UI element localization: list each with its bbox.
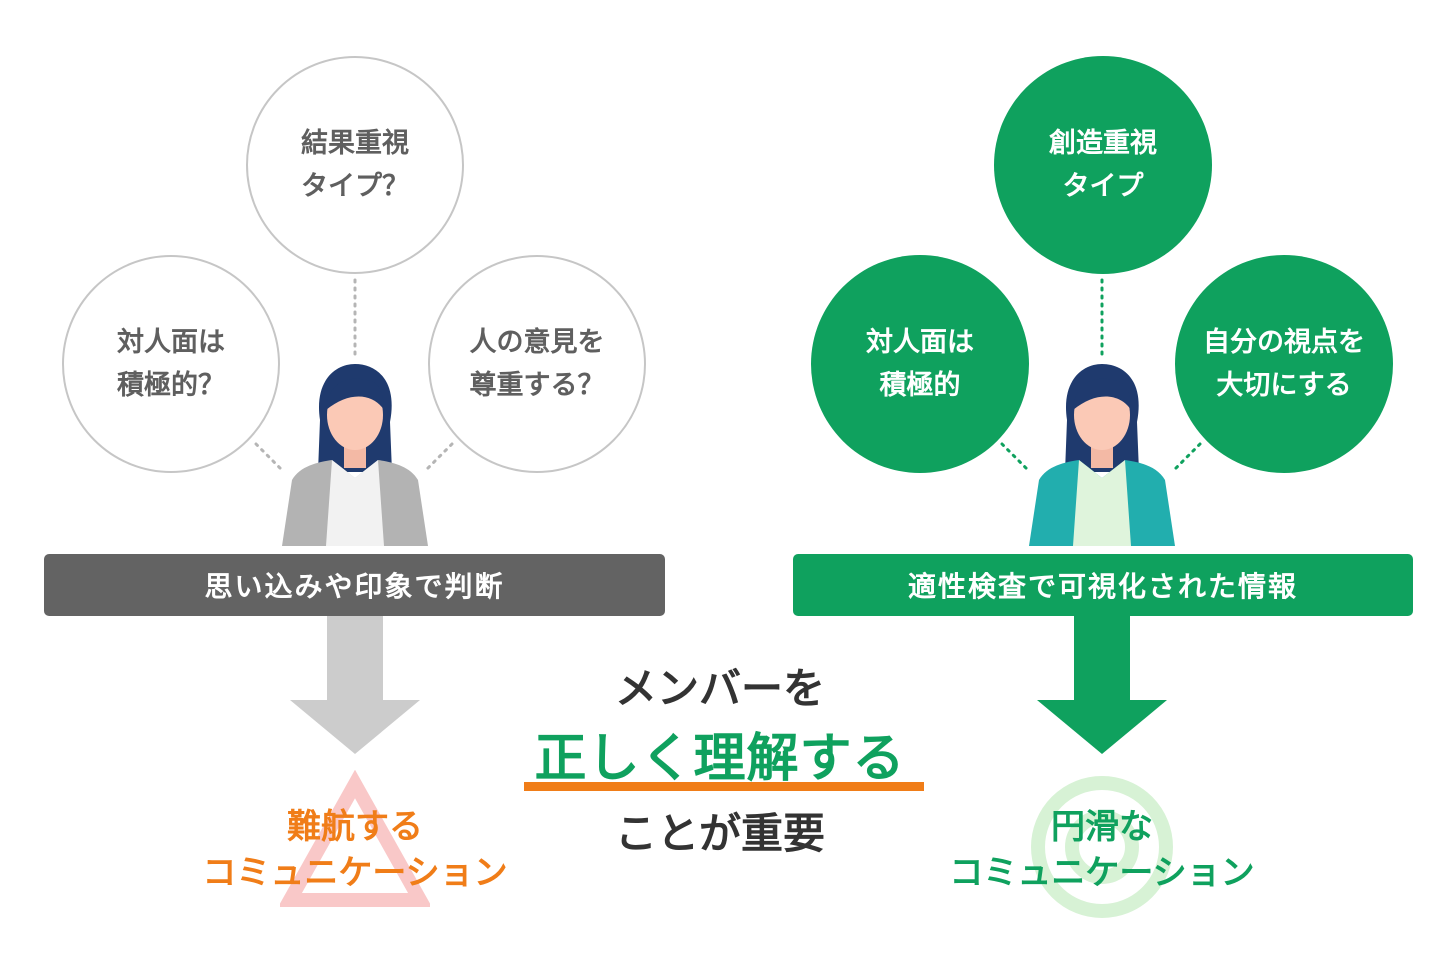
person-teal-icon [1029,364,1175,546]
left-circle-left: 対人面は 積極的？ [62,255,280,473]
result-line1: 難航する [287,807,423,847]
circle-text-line2: タイプ？ [301,171,409,202]
person-gray-icon [282,364,428,546]
left-down-arrow [290,616,420,754]
center-line1: メンバーを [614,664,825,713]
circle-text-line2: 大切にする [1216,370,1352,401]
center-line3: ことが重要 [614,809,825,858]
right-circle-right: 自分の視点を 大切にする [1175,255,1393,473]
left-circle-right: 人の意見を 尊重する？ [428,255,646,473]
left-judgment-bar: 思い込みや印象で判断 [44,554,665,616]
result-line2: コミュニケーション [949,853,1255,893]
left-result-text: 難航する コミュニケーション [125,804,585,896]
right-down-arrow [1037,616,1167,754]
left-connectors [254,278,454,472]
circle-text-line1: 人の意見を [469,327,605,358]
right-circle-left: 対人面は 積極的 [811,255,1029,473]
bar-label: 適性検査で可視化された情報 [907,570,1298,603]
result-line1: 円滑な [1051,807,1153,847]
bar-label: 思い込みや印象で判断 [204,570,505,603]
right-circle-top: 創造重視 タイプ [994,56,1212,274]
circle-text-line2: タイプ [1062,171,1144,202]
left-circle-top: 結果重視 タイプ？ [246,56,464,274]
right-connectors [1000,278,1202,472]
result-line2: コミュニケーション [202,853,508,893]
circle-text-line2: 積極的 [879,370,961,401]
circle-text-line1: 対人面は [117,327,225,358]
double-circle-symbol-icon [1031,776,1173,918]
center-highlight: 正しく理解する [534,729,906,789]
circle-text-line1: 創造重視 [1049,128,1157,159]
right-info-bar: 適性検査で可視化された情報 [793,554,1413,616]
circle-text-line1: 結果重視 [301,128,409,159]
circle-text-line2: 尊重する？ [469,370,605,401]
circle-text-line2: 積極的？ [117,370,225,401]
triangle-symbol-icon [280,770,430,907]
circle-text-line1: 対人面は [866,327,974,358]
right-result-text: 円滑な コミュニケーション [872,804,1332,896]
circle-text-line1: 自分の視点を [1203,327,1365,358]
highlight-underline [524,782,924,791]
